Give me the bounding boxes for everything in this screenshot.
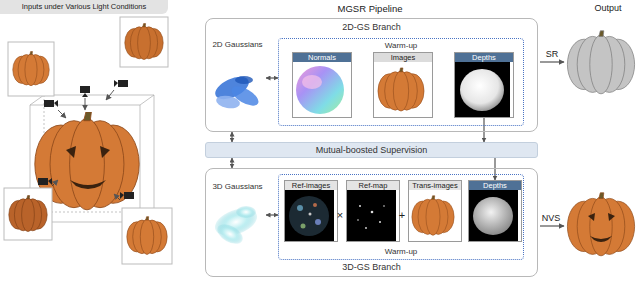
map-tile: Normals bbox=[292, 52, 352, 118]
3d-gaussians bbox=[211, 203, 261, 248]
connector-arrow bbox=[266, 77, 278, 78]
input-view bbox=[8, 42, 54, 96]
pumpkin-face bbox=[66, 146, 110, 189]
connector-arrow bbox=[483, 118, 484, 142]
gaussian-group: 3D Gaussians bbox=[209, 180, 266, 250]
map-tile: Trans-images bbox=[408, 180, 462, 242]
node-label: Mutual-boosted Supervision bbox=[316, 145, 428, 156]
gaussian-group: 2D Gaussians bbox=[209, 38, 266, 118]
camera-icon bbox=[38, 80, 134, 199]
light-arrow bbox=[52, 90, 120, 200]
input-view bbox=[120, 17, 168, 67]
tile-header: Ref-map bbox=[347, 181, 399, 190]
pipeline-title: MGSR Pipeline bbox=[290, 2, 450, 15]
map-tile: Ref-map bbox=[346, 180, 400, 242]
node-label: 3D Gaussians bbox=[212, 182, 262, 192]
tile-header: Depths bbox=[469, 181, 521, 190]
transmission-image bbox=[408, 190, 458, 242]
map-tile: Ref-images bbox=[284, 180, 338, 242]
node-label: Warm-up bbox=[385, 41, 418, 51]
input-view bbox=[4, 188, 52, 240]
reflection-image bbox=[284, 190, 334, 242]
tile-header: Ref-images bbox=[285, 181, 337, 190]
map-tile: Depths bbox=[454, 52, 514, 118]
depth-map bbox=[468, 190, 518, 242]
branch-panel: 3D Gaussians Ref-images Ref-map Trans-image… bbox=[205, 168, 538, 277]
column-header: Output bbox=[580, 2, 636, 14]
connector-arrow bbox=[494, 158, 495, 180]
pumpkin-face bbox=[588, 213, 615, 242]
tile-header: Normals bbox=[293, 53, 351, 62]
map-tile: Images bbox=[373, 52, 433, 118]
node-label: 2D-GS Branch bbox=[342, 22, 401, 33]
node-label: Warm-up bbox=[385, 247, 418, 257]
supervision-band: Mutual-boosted Supervision bbox=[205, 142, 538, 158]
arrow-label: SR bbox=[541, 48, 563, 60]
sr-arrow bbox=[540, 61, 564, 62]
branch-panel: 2D GaussiansNormals Images Depths Warm-up 2D… bbox=[205, 18, 538, 132]
operator-symbol: + bbox=[396, 208, 408, 222]
connector-arrow bbox=[231, 158, 232, 168]
input-view bbox=[122, 208, 172, 264]
nvs-arrow bbox=[540, 225, 564, 226]
reflection-map bbox=[346, 190, 396, 242]
novel-view bbox=[567, 193, 634, 256]
depth-map bbox=[454, 62, 510, 118]
normal-map bbox=[292, 62, 348, 118]
arrow-label: NVS bbox=[537, 212, 565, 224]
tile-header: Trans-images bbox=[409, 181, 461, 190]
rendered-image bbox=[373, 62, 429, 118]
connector-arrow bbox=[266, 214, 278, 215]
node-label: 2D Gaussians bbox=[212, 40, 262, 50]
2d-gaussians bbox=[212, 72, 262, 110]
map-tile: Depths bbox=[468, 180, 522, 242]
warmup-box: Normals Images Depths Warm-up bbox=[278, 38, 524, 126]
operator-symbol: × bbox=[334, 208, 346, 222]
connector-arrow bbox=[231, 132, 232, 142]
tile-header: Images bbox=[374, 53, 432, 62]
column-header: Inputs under Various Light Conditions bbox=[0, 0, 168, 14]
tile-header: Depths bbox=[455, 53, 513, 62]
reconstructed-mesh bbox=[567, 31, 634, 94]
node-label: 3D-GS Branch bbox=[342, 262, 401, 273]
